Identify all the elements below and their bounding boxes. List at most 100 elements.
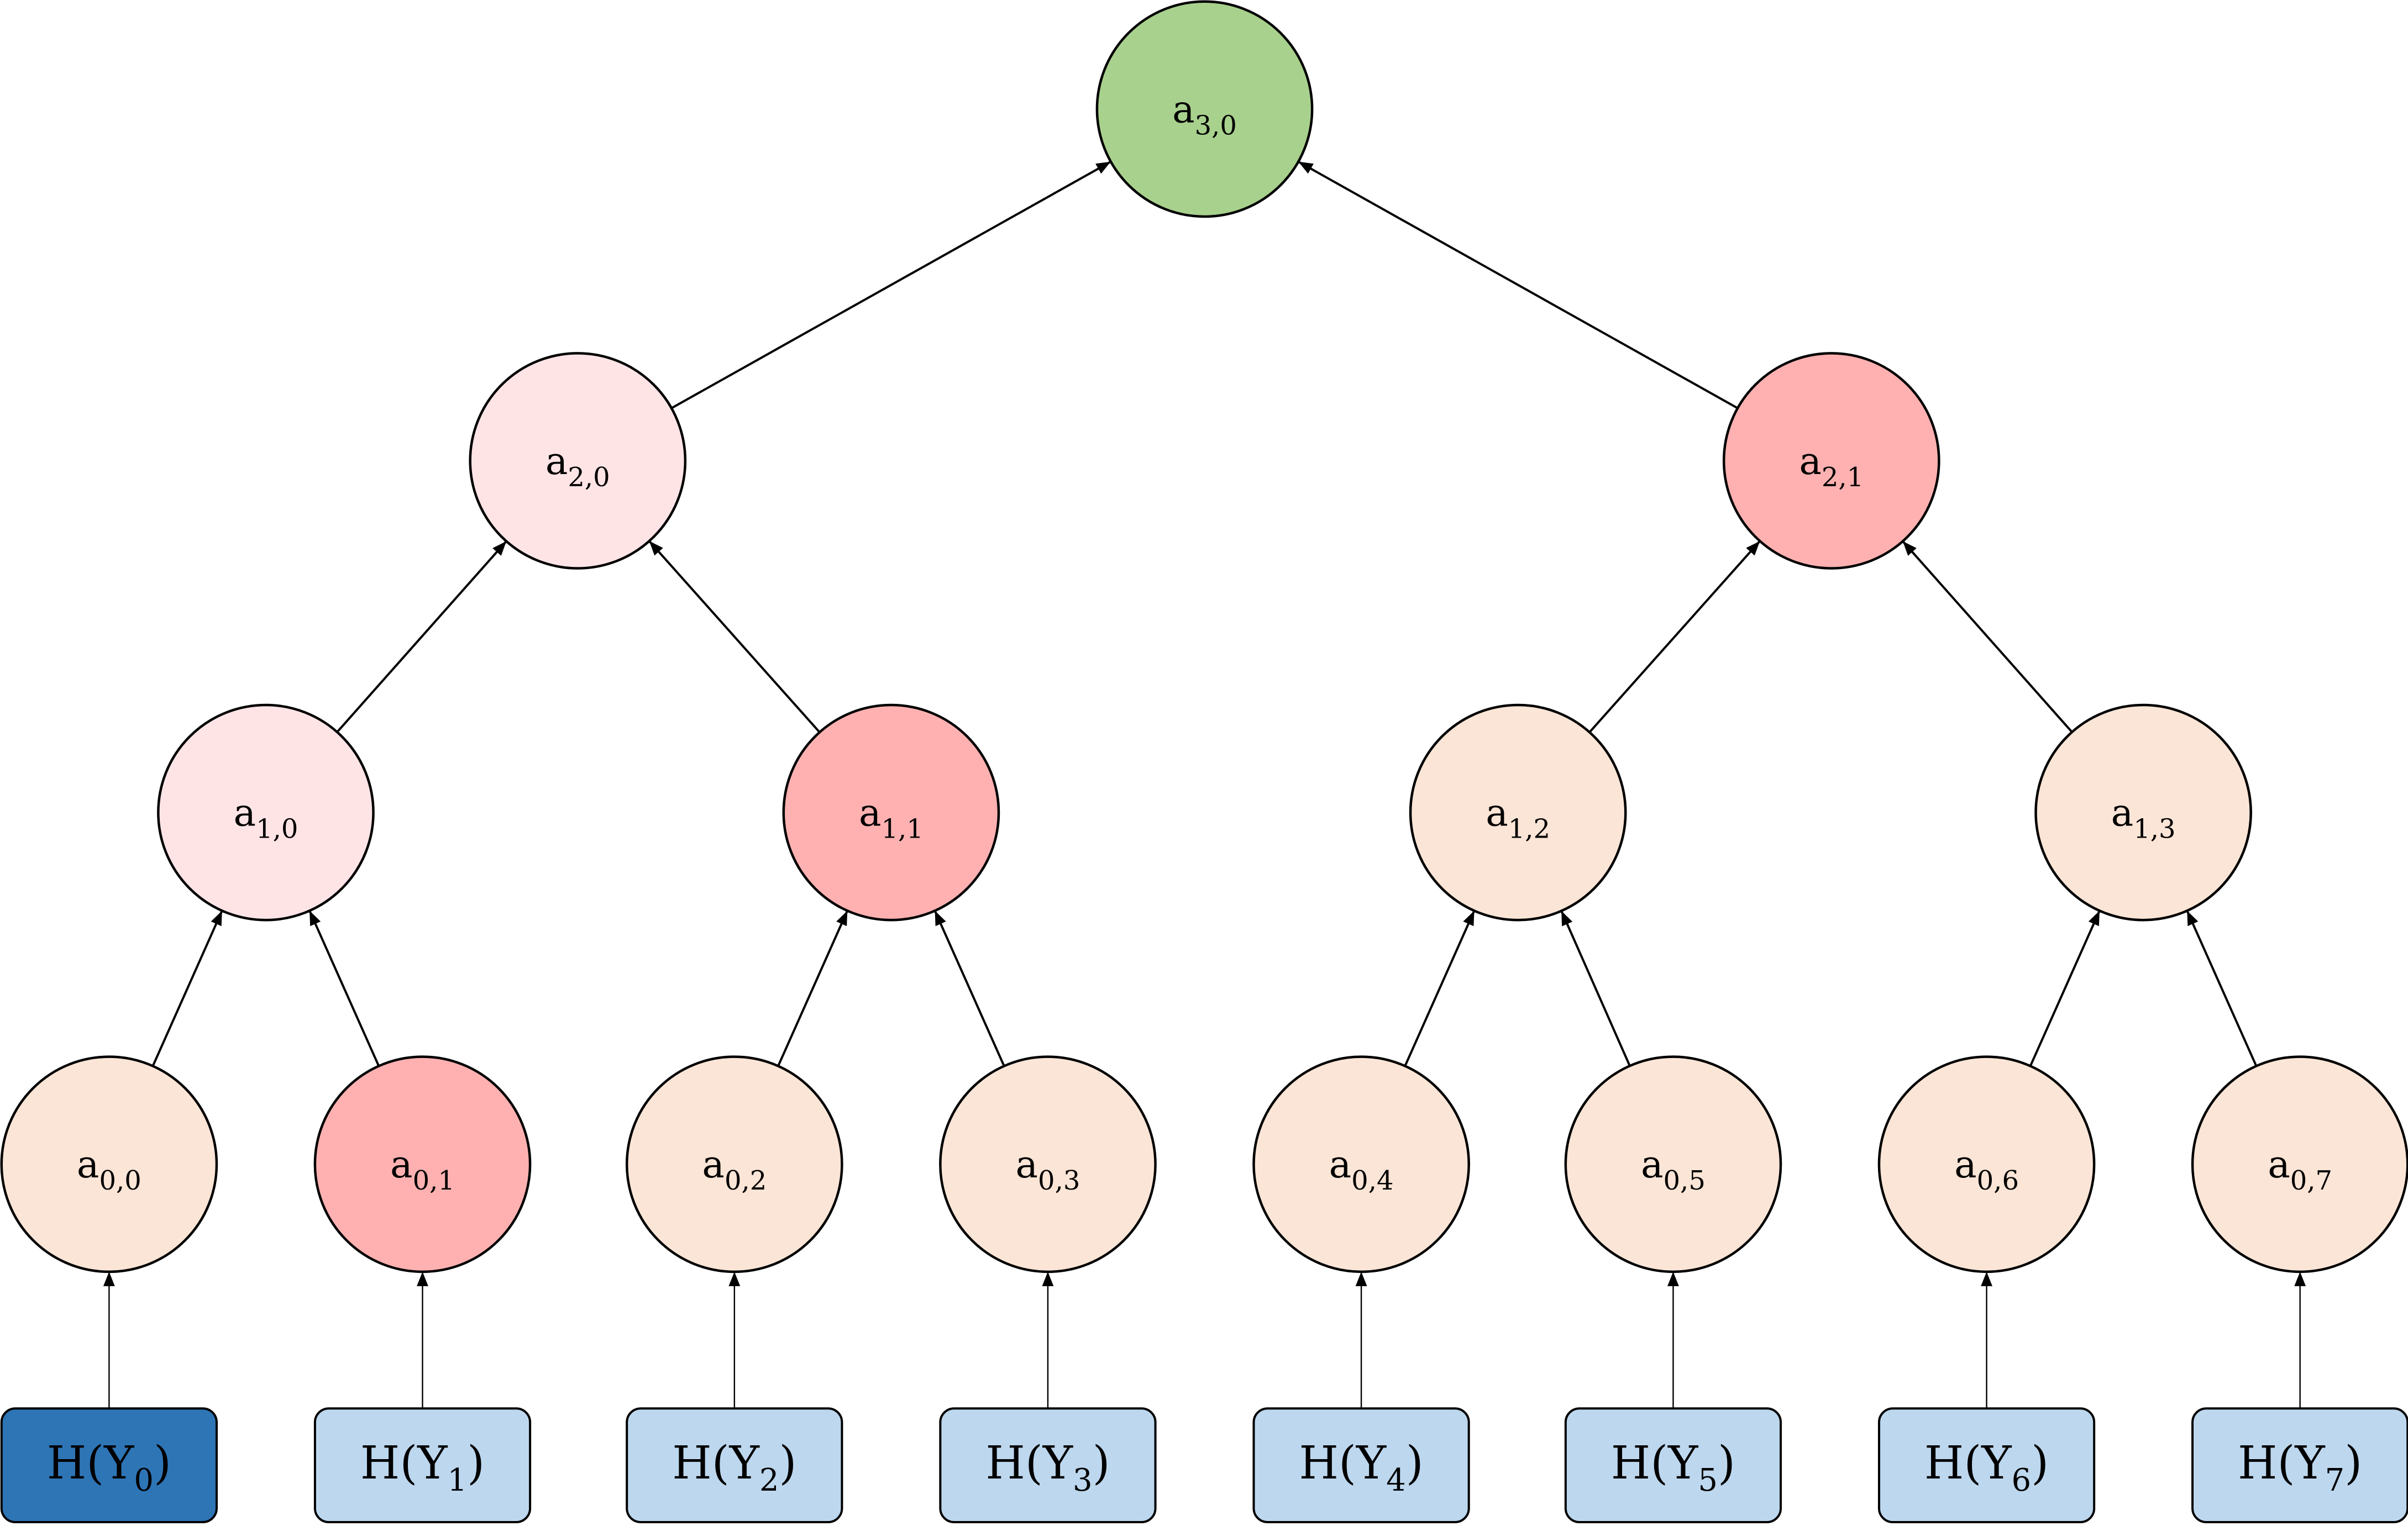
leaf-label-suffix: ): [1406, 1437, 1424, 1490]
leaf-box-h5: [1564, 1407, 1782, 1523]
edges-layer: [103, 160, 2306, 1409]
node-label-base: a: [545, 440, 568, 483]
node-label-base: a: [1799, 440, 1822, 483]
node-label-base: a: [1641, 1143, 1664, 1187]
node-a04: a0,4: [1252, 1055, 1470, 1274]
node-a11: a1,1: [782, 703, 1000, 922]
node-label-a04: a0,4: [1329, 1143, 1394, 1196]
node-a13: a1,3: [2034, 703, 2252, 922]
node-circle-a10: [157, 703, 375, 922]
node-label-base: a: [1172, 88, 1195, 131]
node-label-base: a: [233, 792, 256, 835]
leaf-h1: H(Y1): [313, 1407, 532, 1523]
edge-a13-to-a21: [1902, 540, 2073, 733]
node-circle-a02: [625, 1055, 843, 1274]
node-label-subscript: 0,3: [1038, 1165, 1080, 1196]
node-circle-a04: [1252, 1055, 1470, 1274]
node-circle-a20: [469, 352, 687, 570]
leaf-box-h2: [626, 1407, 843, 1523]
leaf-label-subscript: 1: [448, 1462, 468, 1498]
edge-a07-to-a13: [2186, 910, 2258, 1067]
edge-a21-to-a30: [1298, 160, 1739, 409]
edge-a11-to-a20: [648, 540, 821, 733]
leaf-label-suffix: ): [467, 1437, 485, 1490]
leaf-label-suffix: ): [2031, 1437, 2049, 1490]
node-label-subscript: 0,1: [413, 1165, 455, 1196]
node-a10: a1,0: [157, 703, 375, 922]
leaf-h5: H(Y5): [1564, 1407, 1782, 1523]
node-label-subscript: 0,6: [1977, 1165, 2019, 1196]
leaf-label-prefix: H(Y: [1611, 1437, 1699, 1490]
leaf-h2: H(Y2): [626, 1407, 843, 1523]
leaf-label-h6: H(Y6): [1924, 1437, 2049, 1498]
leaf-label-h3: H(Y3): [985, 1437, 1110, 1498]
leaf-label-prefix: H(Y: [1924, 1437, 2012, 1490]
node-label-subscript: 1,0: [256, 814, 298, 845]
node-label-base: a: [2268, 1143, 2290, 1187]
leaf-box-h3: [939, 1407, 1157, 1523]
node-circle-a07: [2191, 1055, 2408, 1274]
node-label-base: a: [859, 792, 882, 835]
leaf-box-h7: [2191, 1407, 2408, 1523]
node-label-base: a: [1329, 1143, 1352, 1187]
leaf-label-h0: H(Y0): [47, 1437, 171, 1498]
node-a06: a0,6: [1877, 1055, 2096, 1274]
leaf-label-h4: H(Y4): [1299, 1437, 1423, 1498]
leaf-label-subscript: 7: [2325, 1462, 2345, 1498]
leaf-h6: H(Y6): [1877, 1407, 2096, 1523]
leaf-label-suffix: ): [2344, 1437, 2362, 1490]
leaf-label-subscript: 4: [1386, 1462, 1406, 1498]
node-label-base: a: [390, 1143, 413, 1187]
node-label-base: a: [1486, 792, 1508, 835]
node-label-a10: a1,0: [233, 792, 298, 845]
node-a20: a2,0: [469, 352, 687, 570]
leaves-layer: H(Y0)H(Y1)H(Y2)H(Y3)H(Y4)H(Y5)H(Y6)H(Y7): [0, 1407, 2408, 1523]
edge-a03-to-a11: [933, 910, 1005, 1067]
node-circle-a03: [939, 1055, 1157, 1274]
node-a12: a1,2: [1409, 703, 1627, 922]
edge-a00-to-a10: [151, 910, 223, 1067]
leaf-label-h5: H(Y5): [1611, 1437, 1735, 1498]
node-label-a11: a1,1: [859, 792, 924, 845]
leaf-label-prefix: H(Y: [985, 1437, 1073, 1490]
leaf-label-suffix: ): [154, 1437, 171, 1490]
leaf-label-suffix: ): [779, 1437, 796, 1490]
leaf-label-prefix: H(Y: [672, 1437, 760, 1490]
leaf-box-h0: [0, 1407, 218, 1523]
node-label-a21: a2,1: [1799, 440, 1864, 493]
node-a01: a0,1: [313, 1055, 532, 1274]
leaf-box-h1: [313, 1407, 532, 1523]
node-label-a03: a0,3: [1016, 1143, 1080, 1196]
node-label-base: a: [1954, 1143, 1977, 1187]
edge-a04-to-a12: [1404, 910, 1476, 1067]
leaf-label-prefix: H(Y: [47, 1437, 135, 1490]
leaf-box-h4: [1252, 1407, 1470, 1523]
node-label-a20: a2,0: [545, 440, 610, 493]
leaf-label-subscript: 0: [134, 1462, 154, 1498]
node-label-subscript: 1,1: [882, 814, 924, 845]
leaf-label-subscript: 5: [1698, 1462, 1718, 1498]
node-label-subscript: 0,0: [99, 1165, 141, 1196]
leaf-label-prefix: H(Y: [360, 1437, 448, 1490]
leaf-label-h2: H(Y2): [672, 1437, 796, 1498]
leaf-label-prefix: H(Y: [1299, 1437, 1387, 1490]
edge-a10-to-a20: [336, 540, 507, 733]
node-label-a01: a0,1: [390, 1143, 455, 1196]
leaf-label-subscript: 6: [2012, 1462, 2032, 1498]
leaf-h3: H(Y3): [939, 1407, 1157, 1523]
node-circle-a12: [1409, 703, 1627, 922]
node-label-subscript: 1,3: [2133, 814, 2175, 845]
node-label-subscript: 3,0: [1195, 110, 1237, 141]
node-a00: a0,0: [0, 1055, 218, 1274]
node-circle-a30: [1095, 0, 1314, 218]
node-a07: a0,7: [2191, 1055, 2408, 1274]
node-circle-a21: [1722, 352, 1940, 570]
node-label-a12: a1,2: [1486, 792, 1550, 845]
leaf-label-subscript: 2: [759, 1462, 779, 1498]
node-label-subscript: 0,7: [2290, 1165, 2332, 1196]
node-circle-a01: [313, 1055, 532, 1274]
node-label-a00: a0,0: [77, 1143, 141, 1196]
leaf-h4: H(Y4): [1252, 1407, 1470, 1523]
node-label-subscript: 0,5: [1664, 1165, 1706, 1196]
